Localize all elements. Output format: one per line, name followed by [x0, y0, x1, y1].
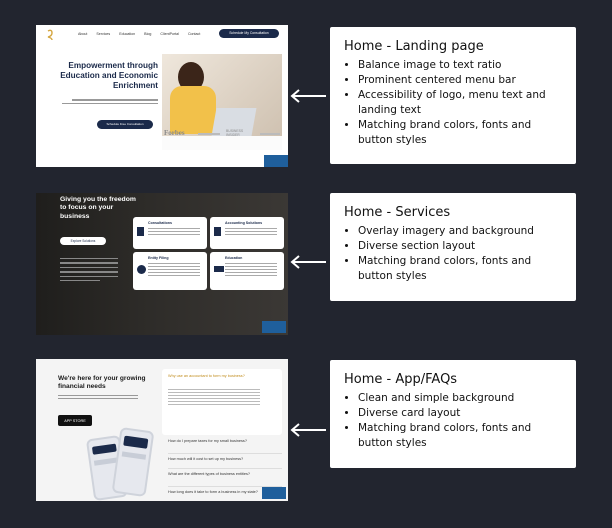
- panel-bullet: Clean and simple background: [358, 391, 562, 406]
- hero-image: [162, 54, 282, 150]
- logo-icon: [47, 29, 53, 41]
- nav-client-portal[interactable]: ClientPortal: [160, 32, 179, 36]
- nav-contact[interactable]: Contact: [187, 32, 201, 36]
- testimonial-text: [60, 255, 118, 282]
- service-card-accounting[interactable]: Accounting Solutions: [210, 217, 284, 249]
- panel-bullet: Diverse card layout: [358, 406, 562, 421]
- service-card-education[interactable]: Education: [210, 252, 284, 290]
- service-card-entity-filing[interactable]: Entity Filing: [133, 252, 207, 290]
- landing-page-screenshot: About Services Education Blog ClientPort…: [36, 25, 288, 167]
- panel-bullet: Matching brand colors, fonts and button …: [358, 254, 562, 284]
- card-title: Accounting Solutions: [225, 221, 263, 225]
- app-store-button[interactable]: APP STORE: [58, 415, 92, 426]
- faq-headline: We're here for your growing financial ne…: [58, 375, 146, 391]
- panel-bullet: Balance image to text ratio: [358, 58, 562, 73]
- landing-description-panel: Home - Landing page Balance image to tex…: [330, 27, 576, 164]
- faq-open-card[interactable]: Why use an accountant to form my busines…: [162, 369, 282, 435]
- arrow-left-icon: [290, 255, 326, 269]
- landing-subtext: [62, 97, 158, 107]
- faq-item[interactable]: How do I prepare taxes for my small busi…: [168, 439, 282, 454]
- services-headline: Giving you the freedom to focus on your …: [60, 196, 136, 220]
- nav-education[interactable]: Education: [119, 32, 136, 36]
- arrow-left-icon: [290, 423, 326, 437]
- card-title: Consultations: [148, 221, 172, 225]
- bbb-badge: [262, 487, 286, 499]
- faq-page-screenshot: We're here for your growing financial ne…: [36, 359, 288, 501]
- graduation-cap-icon: [214, 266, 224, 272]
- panel-title: Home - App/FAQs: [344, 372, 458, 387]
- panel-bullet: Diverse section layout: [358, 239, 562, 254]
- landing-headline: Empowerment through Education and Econom…: [60, 61, 158, 90]
- card-title: Education: [225, 256, 243, 260]
- panel-title: Home - Services: [344, 205, 451, 220]
- bbb-badge: [262, 321, 286, 333]
- panel-bullet: Matching brand colors, fonts and button …: [358, 118, 562, 148]
- bbb-badge: [264, 155, 288, 167]
- services-page-screenshot: Giving you the freedom to focus on your …: [36, 193, 288, 335]
- card-title: Entity Filing: [148, 256, 169, 260]
- hero-consultation-button[interactable]: Schedule Free Consultation: [97, 120, 153, 129]
- panel-title: Home - Landing page: [344, 39, 484, 54]
- service-card-consultations[interactable]: Consultations: [133, 217, 207, 249]
- faq-item[interactable]: What are the different types of business…: [168, 472, 282, 487]
- panel-bullet: Overlay imagery and background: [358, 224, 562, 239]
- arrow-left-icon: [290, 89, 326, 103]
- landing-nav: About Services Education Blog ClientPort…: [78, 32, 200, 36]
- press-logos: Forbes BUSINESS INSIDER: [162, 129, 282, 141]
- panel-bullet: Accessibility of logo, menu text and lan…: [358, 88, 562, 118]
- services-description-panel: Home - Services Overlay imagery and back…: [330, 193, 576, 301]
- panel-bullet: Prominent centered menu bar: [358, 73, 562, 88]
- nav-blog[interactable]: Blog: [144, 32, 152, 36]
- nav-services[interactable]: Services: [96, 32, 111, 36]
- faq-item[interactable]: How long does it take to form a business…: [168, 490, 258, 494]
- faq-open-question: Why use an accountant to form my busines…: [168, 374, 245, 378]
- press-forbes: Forbes: [164, 129, 185, 137]
- faq-list: How do I prepare taxes for my small busi…: [168, 439, 282, 501]
- press-business-insider: BUSINESS INSIDER: [226, 129, 244, 137]
- faq-item[interactable]: How much will it cost to set up my busin…: [168, 457, 282, 469]
- explore-solutions-button[interactable]: Explore Solutions: [60, 237, 106, 245]
- faq-description-panel: Home - App/FAQs Clean and simple backgro…: [330, 360, 576, 468]
- nav-about[interactable]: About: [78, 32, 88, 36]
- panel-bullet: Matching brand colors, fonts and button …: [358, 421, 562, 451]
- calculator-icon: [214, 227, 221, 236]
- document-icon: [137, 227, 144, 236]
- schedule-consultation-button[interactable]: Schedule My Consultation: [219, 29, 279, 38]
- coin-icon: [137, 265, 146, 274]
